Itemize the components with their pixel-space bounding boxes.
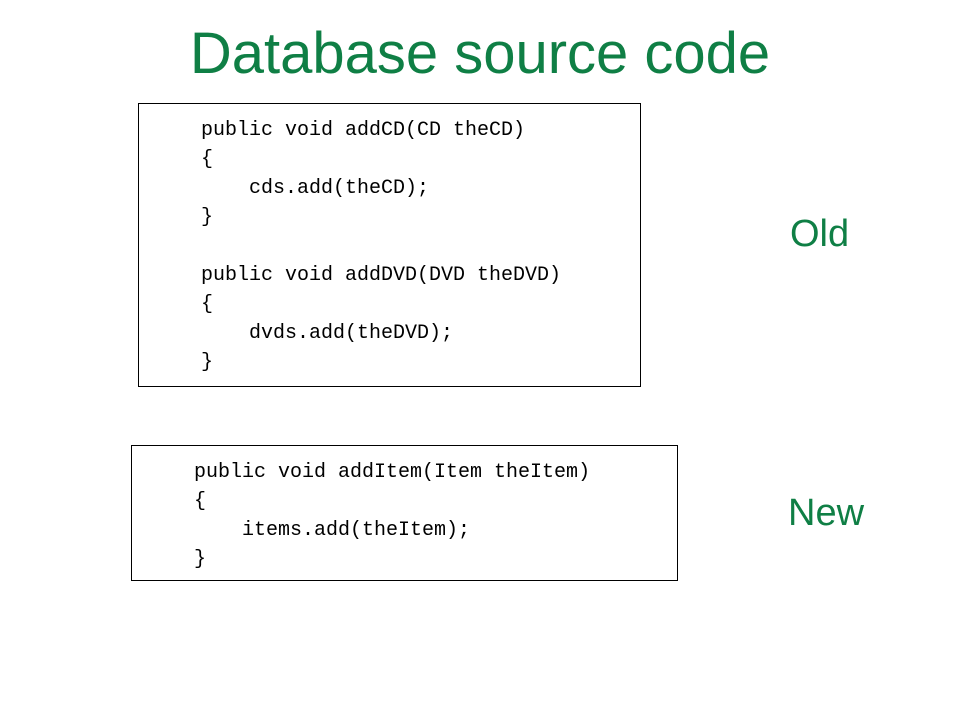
code-line: dvds.add(theDVD); (201, 322, 454, 345)
code-line: { (201, 148, 214, 171)
code-line: public void addDVD(DVD theDVD) (201, 264, 562, 287)
code-line: { (201, 293, 214, 316)
code-line: cds.add(theCD); (201, 177, 430, 200)
old-label: Old (790, 213, 850, 255)
new-label: New (788, 492, 865, 534)
slide-title: Database source code (189, 21, 771, 86)
code-line: public void addItem(Item theItem) (194, 461, 591, 484)
code-blank-line (201, 232, 640, 261)
code-line: } (201, 351, 214, 374)
code-line: } (201, 206, 214, 229)
code-line: } (194, 548, 207, 571)
code-line: { (194, 490, 207, 513)
code-line: items.add(theItem); (194, 519, 471, 542)
new-code-box: public void addItem(Item theItem) { item… (131, 445, 678, 581)
code-line: public void addCD(CD theCD) (201, 119, 526, 142)
old-code-box: public void addCD(CD theCD) { cds.add(th… (138, 103, 641, 387)
